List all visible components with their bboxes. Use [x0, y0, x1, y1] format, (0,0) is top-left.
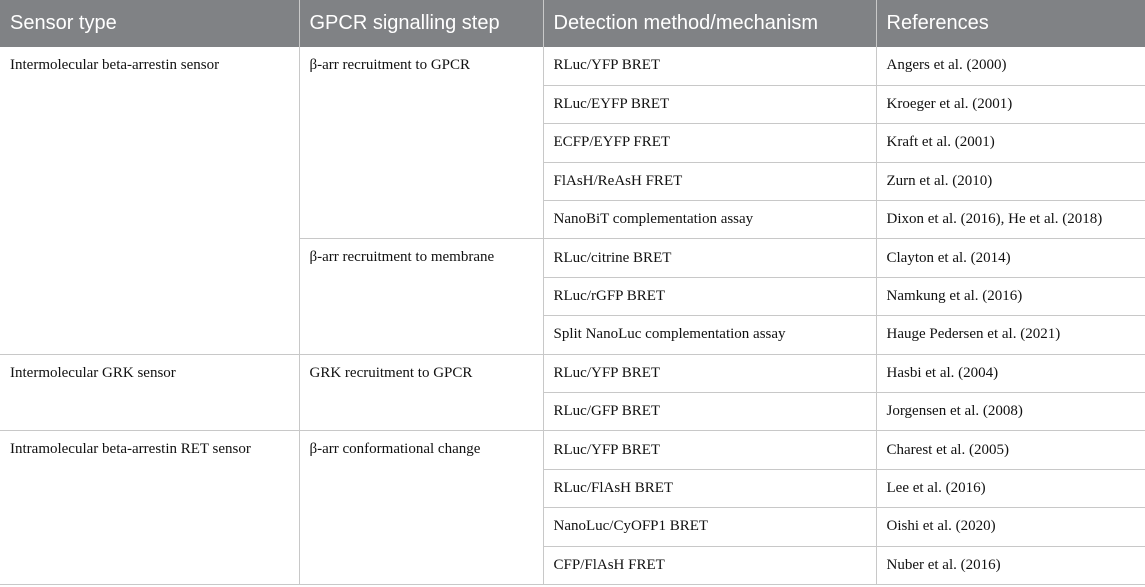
signalling-step-cell: GRK recruitment to GPCR	[299, 354, 544, 432]
method-cell: RLuc/GFP BRET	[543, 392, 877, 432]
table-row: FlAsH/ReAsH FRET Zurn et al. (2010)	[0, 162, 1145, 202]
reference-cell: Oishi et al. (2020)	[876, 507, 1145, 547]
reference-cell: Charest et al. (2005)	[876, 430, 1145, 470]
method-cell: RLuc/YFP BRET	[543, 430, 877, 470]
method-cell: NanoLuc/CyOFP1 BRET	[543, 507, 877, 547]
method-cell: RLuc/citrine BRET	[543, 238, 877, 278]
table-row: NanoLuc/CyOFP1 BRET Oishi et al. (2020)	[0, 507, 1145, 547]
reference-cell: Kroeger et al. (2001)	[876, 85, 1145, 125]
method-cell: RLuc/FlAsH BRET	[543, 469, 877, 509]
table-row: Intramolecular beta-arrestin RET sensor …	[0, 430, 1145, 585]
table-row: RLuc/EYFP BRET Kroeger et al. (2001)	[0, 85, 1145, 125]
reference-cell: Jorgensen et al. (2008)	[876, 392, 1145, 432]
table-row: Split NanoLuc complementation assay Haug…	[0, 315, 1145, 355]
sensor-type-cell: Intramolecular beta-arrestin RET sensor	[0, 430, 300, 585]
method-cell: NanoBiT complementation assay	[543, 200, 877, 240]
signalling-step-cell: β-arr conformational change	[299, 430, 544, 585]
method-cell: FlAsH/ReAsH FRET	[543, 162, 877, 202]
signalling-step-cell: β-arr recruitment to GPCR	[299, 47, 544, 240]
table-row: RLuc/rGFP BRET Namkung et al. (2016)	[0, 277, 1145, 317]
method-cell: RLuc/EYFP BRET	[543, 85, 877, 125]
header-sensor-type: Sensor type	[0, 0, 300, 47]
method-cell: ECFP/EYFP FRET	[543, 123, 877, 163]
table-row: RLuc/FlAsH BRET Lee et al. (2016)	[0, 469, 1145, 509]
reference-cell: Angers et al. (2000)	[876, 47, 1145, 86]
table-row: β-arr recruitment to membrane RLuc/citri…	[0, 238, 1145, 355]
header-row: Sensor type GPCR signalling step Detecti…	[0, 0, 1145, 47]
reference-cell: Dixon et al. (2016), He et al. (2018)	[876, 200, 1145, 240]
header-signalling-step: GPCR signalling step	[299, 0, 544, 47]
reference-cell: Kraft et al. (2001)	[876, 123, 1145, 163]
table-row: ECFP/EYFP FRET Kraft et al. (2001)	[0, 123, 1145, 163]
table-row: NanoBiT complementation assay Dixon et a…	[0, 200, 1145, 240]
sensor-type-cell: Intermolecular GRK sensor	[0, 354, 300, 432]
reference-cell: Clayton et al. (2014)	[876, 238, 1145, 278]
method-cell: RLuc/YFP BRET	[543, 47, 877, 86]
method-cell: RLuc/YFP BRET	[543, 354, 877, 394]
signalling-step-cell: β-arr recruitment to membrane	[299, 238, 544, 355]
reference-cell: Hasbi et al. (2004)	[876, 354, 1145, 394]
method-cell: RLuc/rGFP BRET	[543, 277, 877, 317]
reference-cell: Namkung et al. (2016)	[876, 277, 1145, 317]
reference-cell: Hauge Pedersen et al. (2021)	[876, 315, 1145, 355]
reference-cell: Lee et al. (2016)	[876, 469, 1145, 509]
sensor-type-cell: Intermolecular beta-arrestin sensor	[0, 47, 300, 355]
header-references: References	[876, 0, 1145, 47]
table-row: CFP/FlAsH FRET Nuber et al. (2016)	[0, 546, 1145, 585]
header-detection-method: Detection method/mechanism	[543, 0, 877, 47]
table-row: RLuc/GFP BRET Jorgensen et al. (2008)	[0, 392, 1145, 432]
table-row: Intermolecular beta-arrestin sensor β-ar…	[0, 47, 1145, 355]
reference-cell: Zurn et al. (2010)	[876, 162, 1145, 202]
reference-cell: Nuber et al. (2016)	[876, 546, 1145, 585]
table-row: Intermolecular GRK sensor GRK recruitmen…	[0, 354, 1145, 432]
method-cell: CFP/FlAsH FRET	[543, 546, 877, 585]
method-cell: Split NanoLuc complementation assay	[543, 315, 877, 355]
